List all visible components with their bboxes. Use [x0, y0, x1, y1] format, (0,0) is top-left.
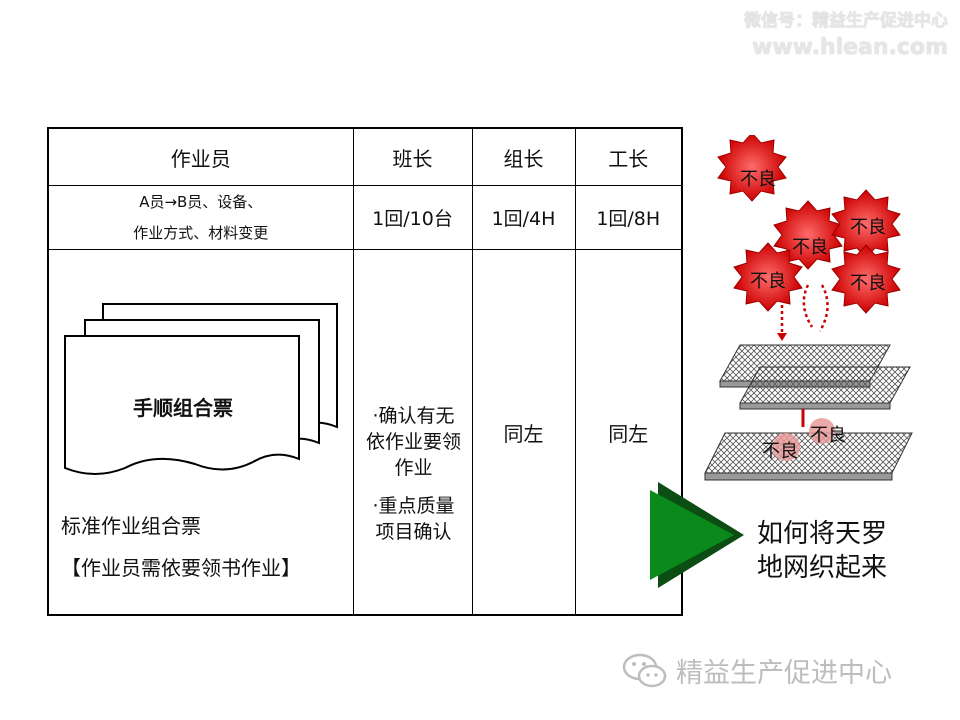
header-row: 作业员 班长 组长 工长	[47, 127, 683, 186]
operator-frequency-line2: 作业方式、材料变更	[133, 223, 269, 242]
paper-title: 手顺组合票	[133, 396, 233, 420]
top-watermark: 微信号：精益生产促进中心 www.hlean.com	[744, 8, 948, 62]
defect-label: 不良	[750, 271, 786, 292]
bottom-watermark-text: 精益生产促进中心	[676, 657, 892, 689]
frequency-row: A员→B员、设备、 作业方式、材料变更 1回/10台 1回/4H 1回/8H	[47, 185, 683, 250]
defect-label: 不良	[740, 169, 776, 190]
operator-frequency-line1: A员→B员、设备、	[139, 192, 263, 211]
caption-line1: 如何将天罗	[757, 519, 888, 549]
wechat-id: 微信号：精益生产促进中心	[744, 11, 948, 31]
note-item: ·确认有无依作业要领作业	[365, 405, 461, 479]
defect-diagram-graphic	[704, 132, 913, 481]
defect-label: 不良	[850, 217, 886, 238]
team-leader-frequency: 1回/10台	[352, 185, 473, 250]
group-leader-frequency: 1回/4H	[471, 185, 576, 250]
header-team-leader: 班长	[352, 127, 473, 186]
header-foreman: 工长	[574, 127, 683, 186]
operator-content: 手顺组合票 标准作业组合票 【作业员需依要领书作业】	[47, 249, 354, 616]
defect-label: 不良	[850, 273, 886, 294]
bottom-watermark: 精益生产促进中心	[620, 650, 892, 690]
wechat-icon	[622, 653, 667, 688]
standard-label: 标准作业组合票	[61, 514, 201, 538]
header-group-leader: 组长	[471, 127, 576, 186]
team-leader-notes: ·确认有无依作业要领作业 ·重点质量项目确认	[352, 249, 473, 616]
defect-label: 不良	[810, 425, 846, 446]
standard-note: 【作业员需依要领书作业】	[61, 556, 301, 580]
foreman-frequency: 1回/8H	[574, 185, 683, 250]
stacked-documents: 手顺组合票	[63, 302, 343, 482]
operator-frequency: A员→B员、设备、 作业方式、材料变更	[47, 185, 354, 250]
green-arrow-icon	[648, 480, 748, 590]
inspection-table: 作业员 班长 组长 工长 A员→B员、设备、 作业方式、材料变更 1回/10台 …	[47, 127, 683, 616]
note-item: ·重点质量项目确认	[372, 495, 455, 543]
group-leader-body: 同左	[471, 249, 576, 616]
defect-label: 不良	[792, 237, 828, 258]
caption: 如何将天罗 地网织起来	[757, 517, 887, 585]
content-row: 手顺组合票 标准作业组合票 【作业员需依要领书作业】 ·确认有无依作业要领作业 …	[47, 249, 683, 616]
document-stack-icon	[64, 303, 338, 475]
caption-line2: 地网织起来	[757, 553, 888, 583]
header-operator: 作业员	[47, 127, 354, 186]
website: www.hlean.com	[752, 35, 948, 60]
defect-net-diagram: 不良 不良 不良 不良 不良 不良 不良	[700, 132, 930, 495]
defect-label: 不良	[762, 441, 798, 462]
